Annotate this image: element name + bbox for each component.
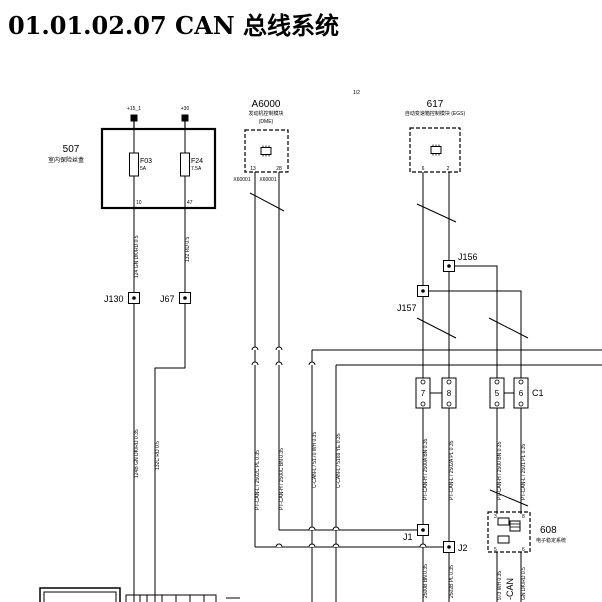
fuse-f24-rating: 7.5A — [191, 166, 202, 172]
egs-id: 617 — [427, 99, 444, 110]
page-title: 01.01.02.07 CAN 总线系统 — [8, 11, 340, 40]
fuse-f24-pin: 47 — [187, 200, 193, 206]
fuse-box-outline — [100, 127, 217, 210]
wire-label-124: 124 GN DK/RD 0.5 — [134, 235, 140, 278]
wire-label-2500a: PT-CAN-H / 2500A BN 0.35 — [423, 438, 429, 500]
wire-label-124dk: GN DK/RD 0.5 — [521, 567, 527, 600]
dme-subtitle: (DME) — [259, 119, 274, 125]
fuse-f24-label: F24 — [191, 158, 203, 165]
wire-label-2502a: PT-CAN-L / 2502A PL 0.35 — [449, 440, 455, 500]
power-terminal-30 — [181, 114, 189, 122]
dme-module-a6000: A6000 发动机控制模块 (DME) 13 28 X60001 X60001 — [233, 99, 289, 183]
dme-connector-a: X60001 — [233, 177, 250, 183]
egs-pin-6: 6 — [422, 166, 425, 172]
wire-label-2502c: PT-CAN-L / 2502C PL 0.35 — [255, 450, 261, 510]
fuse-f03-rating: 5A — [140, 166, 147, 172]
power-label-15: +15_1 — [127, 106, 141, 112]
junction-j67: J67 — [160, 292, 191, 304]
wire-label-124b: 124B GN DK/RD 0.35 — [134, 429, 140, 478]
twist-mark-egs — [416, 203, 457, 223]
junction-j1-label: J1 — [403, 532, 413, 542]
junction-j130-label: J130 — [104, 294, 124, 304]
wire-label-2502b: 2502B PL 0.35 — [449, 565, 455, 598]
dsc-pin-3: 3 — [494, 514, 497, 520]
dme-pin-28: 28 — [276, 166, 282, 172]
fuse-f24 — [180, 152, 190, 177]
wire-label-5169: C-CAN-L / 5169 YE 0.35 — [336, 433, 342, 488]
page-indicator: 1/2 — [353, 90, 360, 96]
dme-pin-13: 13 — [250, 166, 256, 172]
dme-id: A6000 — [252, 99, 281, 110]
chip-icon — [430, 144, 442, 156]
wire-label-2500b: 2500B BN 0.35 — [423, 564, 429, 598]
bottom-left-component — [39, 587, 240, 602]
wire-label-132: 132 RD 0.5 — [185, 236, 191, 262]
dsc-pin-8: 8 — [522, 514, 525, 520]
dsc-name: 电子稳定系统 — [536, 537, 566, 544]
fuse-box-507: +15_1 +30 F03 5A F24 7.5A 10 47 507 室内保险… — [48, 106, 217, 210]
connector-c1-pin-5: 5 — [495, 389, 500, 398]
fuse-f03-pin: 10 — [136, 200, 142, 206]
fuse-box-name: 室内保险丝盒 — [48, 156, 84, 164]
wire-label-can: -CAN — [505, 578, 515, 600]
junction-j157-label: J157 — [397, 303, 417, 313]
dsc-id: 608 — [540, 525, 557, 536]
wire-label-132c: 132C RD 0.5 — [155, 441, 161, 470]
egs-pin-2: 2 — [447, 166, 450, 172]
egs-module-617: 617 自动变速箱控制模块 (EGS) 6 2 — [405, 99, 466, 173]
fuse-f03 — [129, 152, 139, 177]
wire-label-973: 973 WH 0.35 — [497, 571, 503, 600]
connector-c1-label: C1 — [532, 388, 544, 398]
dme-connector-b: X60001 — [259, 177, 276, 183]
junction-j156-label: J156 — [458, 252, 478, 262]
dsc-pin-5: 5 — [494, 547, 497, 553]
dsc-module-608: 3 8 5 6 608 电子稳定系统 — [487, 511, 566, 553]
chip-icon — [260, 145, 272, 157]
wire-crossings — [251, 346, 427, 548]
connector-c1-pin-7: 7 — [421, 389, 426, 398]
fuse-box-id: 507 — [63, 144, 80, 155]
wire-label-2500: PT-CAN-H / 2500 BN 0.35 — [497, 441, 503, 500]
connector-c1: 7 8 5 6 C1 — [415, 377, 544, 409]
wire-label-5170: C-CAN-L / 5170 WH 0.35 — [312, 432, 318, 488]
twist-mark-dsc-lower — [489, 489, 529, 507]
wire-label-2500c: PT-CAN-H / 2500C BN 0.35 — [279, 448, 285, 510]
power-label-30: +30 — [181, 106, 190, 112]
junction-j67-label: J67 — [160, 294, 175, 304]
wire-label-2501: PT-CAN-L / 2501 PL 0.35 — [521, 443, 527, 500]
egs-name: 自动变速箱控制模块 (EGS) — [405, 110, 466, 117]
junction-j2-label: J2 — [458, 543, 468, 553]
junction-j130: J130 — [104, 292, 140, 304]
twist-mark-egs-lower — [416, 317, 457, 339]
connector-c1-pin-8: 8 — [447, 389, 452, 398]
dme-name: 发动机控制模块 — [248, 110, 283, 117]
power-terminal-15 — [130, 114, 138, 122]
connector-c1-pin-6: 6 — [519, 389, 524, 398]
twist-mark-dme — [249, 192, 285, 212]
twist-mark-dsc — [488, 317, 529, 339]
junction-j2: J2 — [443, 541, 468, 553]
dsc-pin-6: 6 — [522, 547, 525, 553]
fuse-f03-label: F03 — [140, 158, 152, 165]
junction-j157: J157 — [397, 285, 429, 313]
junction-j1: J1 — [403, 524, 429, 542]
